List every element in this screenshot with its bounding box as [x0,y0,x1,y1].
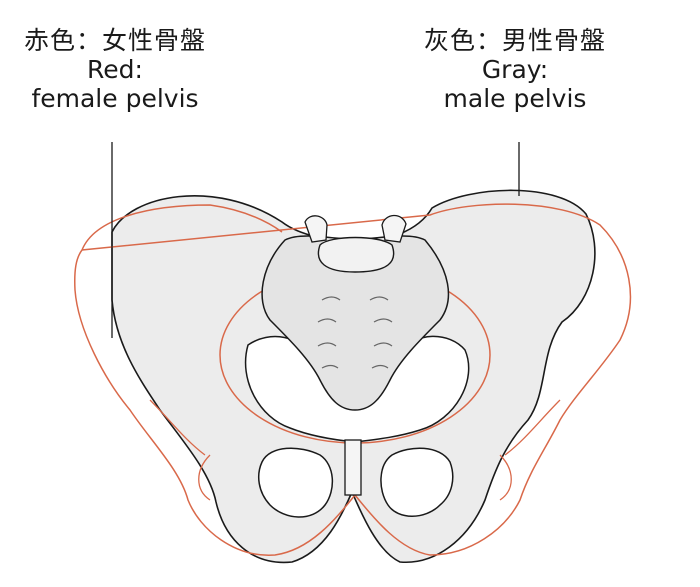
male-label-english-1: Gray: [481,55,549,84]
right-obturator-foramen [380,447,454,517]
pubic-symphysis [344,439,362,496]
sacral-processes [304,214,407,243]
female-label-english-2: female pelvis [31,84,199,113]
sacral-promontory [317,236,395,273]
female-pelvis-outline [74,203,632,556]
acetabula [149,399,561,501]
left-obturator-foramen [257,447,333,518]
sacrum [261,235,450,411]
male-label-japanese: 灰色：男性骨盤 [423,26,606,55]
female-pelvis-label: 赤色：女性骨盤 Red: female pelvis [0,26,230,113]
male-label-english-2: male pelvis [443,84,587,113]
sacral-foramina [317,296,393,369]
female-label-japanese: 赤色：女性骨盤 [23,26,206,55]
female-label-english-1: Red: [87,55,143,84]
male-pelvis-label: 灰色：男性骨盤 Gray: male pelvis [400,26,630,113]
